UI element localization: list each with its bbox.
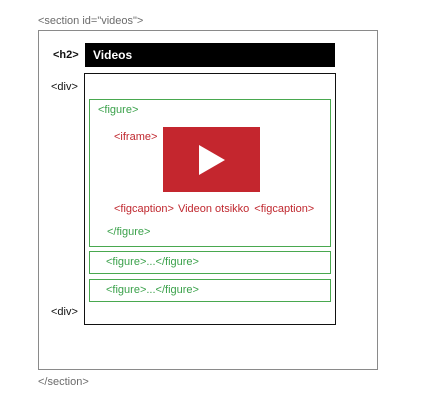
figcaption-text: Videon otsikko (177, 203, 250, 215)
div-container (84, 73, 336, 325)
figure-collapsed-2: <figure>...</figure> (89, 279, 331, 302)
h2-tag-label: <h2> (53, 49, 79, 61)
figure-open-tag: <figure> (98, 104, 139, 116)
section-close-tag: </section> (38, 376, 89, 388)
figure-container (89, 99, 331, 247)
video-thumbnail[interactable] (163, 127, 260, 192)
figcaption-open-tag: <figcaption> (114, 203, 174, 215)
section-open-tag: <section id="videos"> (38, 15, 144, 27)
figcaption-line: <figcaption>Videon otsikko<figcaption> (114, 203, 314, 215)
div-close-tag: <div> (51, 306, 78, 318)
figure-close-tag: </figure> (107, 226, 151, 238)
figure-collapsed-label: <figure>...</figure> (106, 284, 199, 296)
h2-heading-text: Videos (93, 48, 133, 62)
div-open-tag: <div> (51, 81, 78, 93)
figure-collapsed-label: <figure>...</figure> (106, 256, 199, 268)
figure-collapsed-1: <figure>...</figure> (89, 251, 331, 274)
play-icon (199, 145, 225, 175)
iframe-tag: <iframe> (114, 131, 158, 143)
figcaption-close-tag: <figcaption> (254, 203, 315, 215)
section-container (38, 30, 378, 370)
h2-heading-bar: Videos (85, 43, 335, 67)
